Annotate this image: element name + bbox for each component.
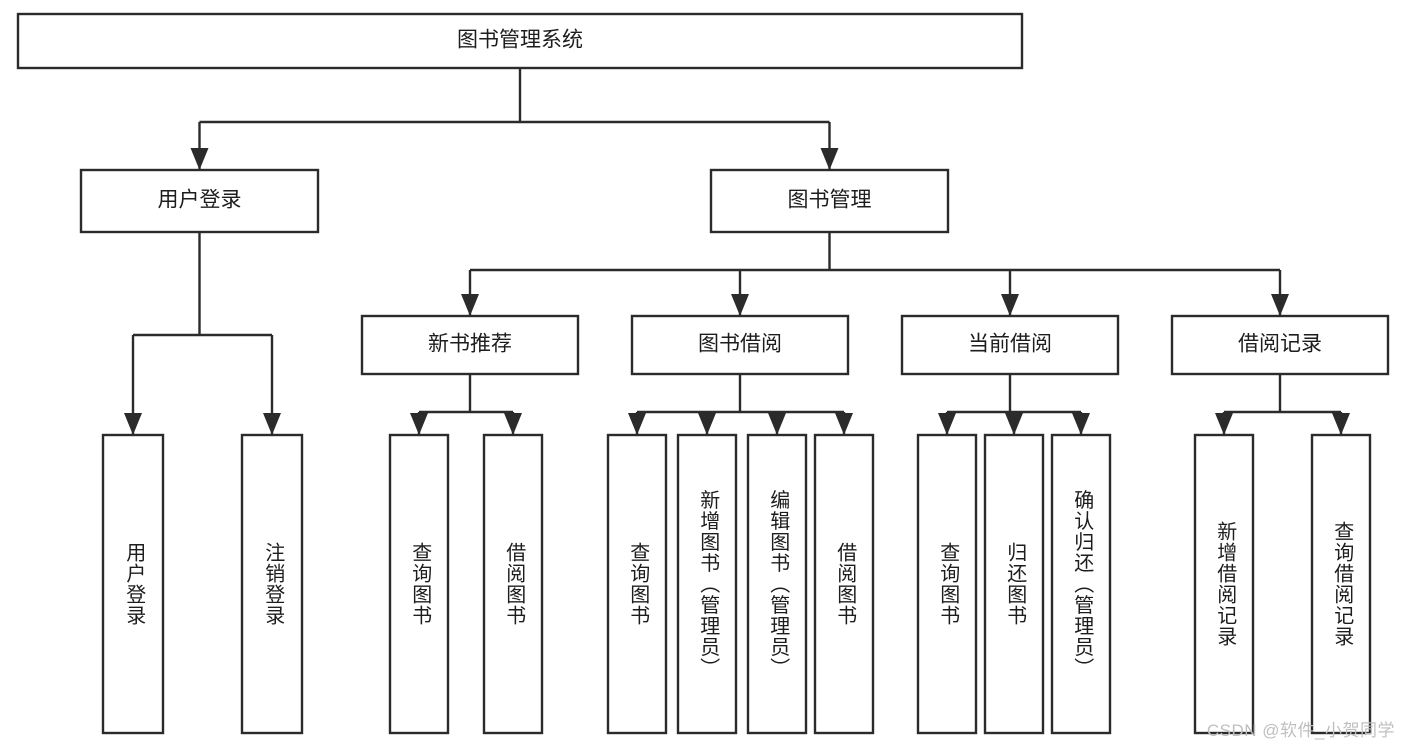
node-box: [240, 433, 304, 735]
node-label: 查询图书: [937, 542, 960, 626]
node-label: 借阅图书: [834, 542, 857, 626]
node-user-login[interactable]: 用户登录: [79, 168, 320, 234]
node-leaf-query-book-borrow[interactable]: 查询图书: [606, 433, 668, 735]
arrow-head-icon: [190, 148, 209, 170]
node-label: 注销登录: [262, 542, 285, 626]
node-box: [79, 168, 320, 234]
node-leaf-add-borrow-record[interactable]: 新增借阅记录: [1193, 433, 1255, 735]
arrow-head-icon: [938, 413, 956, 435]
watermark-label: CSDN @软件_小贺同学: [1206, 721, 1395, 740]
node-leaf-borrow-book-recommend[interactable]: 借阅图书: [482, 433, 544, 735]
node-label: 用户登录: [158, 189, 242, 212]
node-layer: 图书管理系统用户登录图书管理新书推荐图书借阅当前借阅借阅记录用户登录注销登录查询…: [16, 12, 1390, 735]
node-label: 图书借阅: [698, 333, 782, 356]
node-leaf-query-borrow-record[interactable]: 查询借阅记录: [1310, 433, 1372, 735]
node-box: [101, 433, 165, 735]
node-leaf-query-book-recommend[interactable]: 查询图书: [388, 433, 450, 735]
node-label: 新增图书（管理员）: [697, 489, 720, 678]
node-label: 新书推荐: [428, 333, 512, 356]
arrow-head-icon: [1332, 413, 1350, 435]
node-box: [983, 433, 1045, 735]
node-box: [1193, 433, 1255, 735]
node-leaf-logout[interactable]: 注销登录: [240, 433, 304, 735]
arrow-head-icon: [1001, 294, 1019, 316]
node-label: 归还图书: [1004, 542, 1027, 626]
node-label: 图书管理系统: [457, 29, 583, 52]
node-label: 编辑图书（管理员）: [767, 489, 790, 678]
node-leaf-query-book-current[interactable]: 查询图书: [916, 433, 978, 735]
node-borrow-record[interactable]: 借阅记录: [1170, 314, 1390, 376]
node-book-management[interactable]: 图书管理: [709, 168, 950, 234]
arrow-head-icon: [1072, 413, 1090, 435]
node-current-borrow[interactable]: 当前借阅: [900, 314, 1120, 376]
node-label: 图书管理: [788, 189, 872, 212]
connector-layer: [124, 68, 1350, 435]
node-box: [16, 12, 1024, 70]
node-box: [388, 433, 450, 735]
node-box: [1170, 314, 1390, 376]
arrow-head-icon: [698, 413, 716, 435]
node-label: 用户登录: [123, 542, 146, 626]
node-box: [676, 433, 738, 735]
node-book-borrow[interactable]: 图书借阅: [630, 314, 850, 376]
arrow-head-icon: [263, 413, 281, 435]
node-label: 查询借阅记录: [1331, 521, 1354, 647]
node-box: [482, 433, 544, 735]
node-root[interactable]: 图书管理系统: [16, 12, 1024, 70]
arrow-head-icon: [1271, 294, 1289, 316]
node-leaf-user-login[interactable]: 用户登录: [101, 433, 165, 735]
node-label: 借阅图书: [503, 542, 526, 626]
node-box: [1050, 433, 1112, 735]
node-box: [1310, 433, 1372, 735]
node-leaf-edit-book-admin[interactable]: 编辑图书（管理员）: [746, 433, 808, 735]
arrow-head-icon: [731, 294, 749, 316]
arrow-head-icon: [628, 413, 646, 435]
node-new-book-recommend[interactable]: 新书推荐: [360, 314, 580, 376]
node-box: [606, 433, 668, 735]
node-label: 查询图书: [409, 542, 432, 626]
node-box: [360, 314, 580, 376]
node-box: [900, 314, 1120, 376]
arrow-head-icon: [835, 413, 853, 435]
arrow-head-icon: [124, 413, 142, 435]
node-box: [813, 433, 875, 735]
node-box: [709, 168, 950, 234]
node-label: 查询图书: [627, 542, 650, 626]
node-leaf-add-book-admin[interactable]: 新增图书（管理员）: [676, 433, 738, 735]
node-leaf-borrow-book[interactable]: 借阅图书: [813, 433, 875, 735]
node-box: [916, 433, 978, 735]
node-label: 确认归还（管理员）: [1071, 489, 1094, 678]
node-box: [746, 433, 808, 735]
node-leaf-confirm-return-admin[interactable]: 确认归还（管理员）: [1050, 433, 1112, 735]
node-label: 新增借阅记录: [1214, 521, 1237, 647]
arrow-head-icon: [504, 413, 522, 435]
arrow-head-icon: [410, 413, 428, 435]
node-leaf-return-book[interactable]: 归还图书: [983, 433, 1045, 735]
arrow-head-icon: [820, 148, 839, 170]
arrow-head-icon: [1215, 413, 1233, 435]
node-box: [630, 314, 850, 376]
arrow-head-icon: [461, 294, 479, 316]
node-label: 当前借阅: [968, 333, 1052, 356]
arrow-head-icon: [768, 413, 786, 435]
node-label: 借阅记录: [1238, 333, 1322, 356]
arrow-head-icon: [1005, 413, 1023, 435]
